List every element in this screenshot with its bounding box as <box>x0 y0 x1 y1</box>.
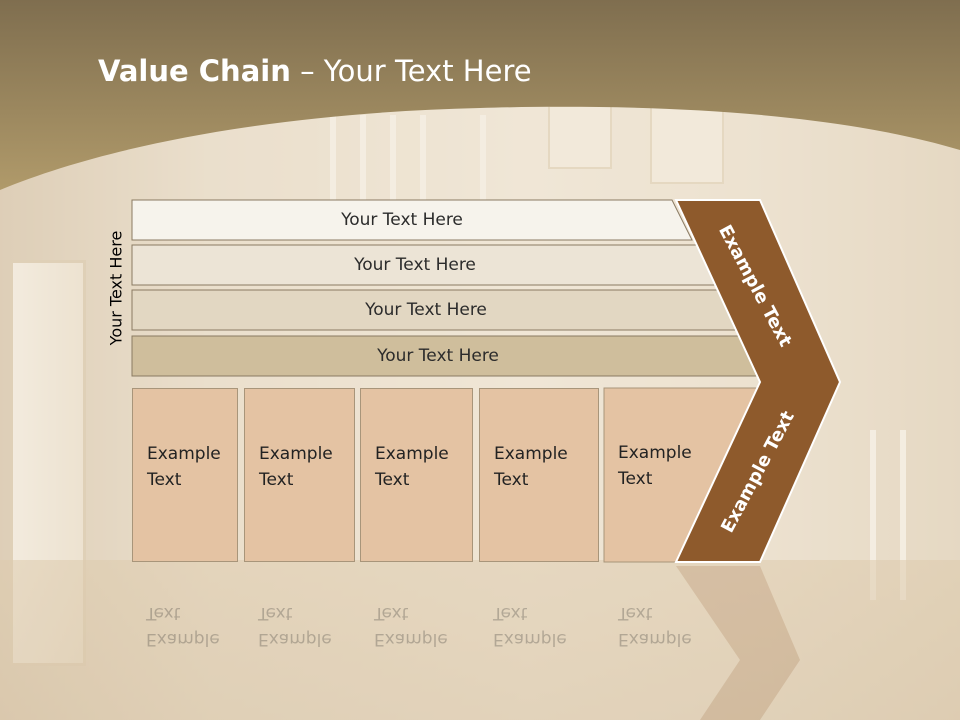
reflection-2-line1: Example <box>258 629 332 649</box>
activity-box-2-line1: Example <box>259 444 333 464</box>
activity-box-1-line2: Text <box>147 470 182 490</box>
reflection-5-line2: Text <box>618 603 653 623</box>
reflection-3-line1: Example <box>374 629 448 649</box>
activity-box-4-line2: Text <box>494 470 529 490</box>
activity-box-3-line2: Text <box>375 470 410 490</box>
side-vertical-label: Your Text Here <box>106 230 126 346</box>
activity-box-4-line1: Example <box>494 444 568 464</box>
support-row-3-label: Your Text Here <box>365 300 487 320</box>
activity-box-5-line2: Text <box>618 469 653 489</box>
support-row-1: Your Text Here <box>132 200 692 240</box>
activity-box-1-line1: Example <box>147 444 221 464</box>
activity-box-4-reflection: Example Text <box>479 600 599 692</box>
activity-box-2-reflection: Example Text <box>244 600 355 692</box>
reflection-4-line2: Text <box>493 603 528 623</box>
support-row-2: Your Text Here <box>132 245 718 285</box>
support-row-3: Your Text Here <box>132 290 740 330</box>
activity-box-3-reflection: Example Text <box>360 600 473 692</box>
reflection-5-line1: Example <box>618 629 692 649</box>
title-bold: Value Chain <box>98 54 291 88</box>
title-rest: – Your Text Here <box>290 54 532 88</box>
support-row-4: Your Text Here <box>132 336 764 376</box>
slide-title: Value Chain – Your Text Here <box>98 54 532 88</box>
activity-box-5-line1: Example <box>618 443 692 463</box>
activity-box-5-reflection: Example Text <box>604 600 714 692</box>
support-row-1-label: Your Text Here <box>341 210 463 230</box>
reflection-1-line2: Text <box>146 603 181 623</box>
support-row-2-label: Your Text Here <box>354 255 476 275</box>
reflection-3-line2: Text <box>374 603 409 623</box>
reflection-4-line1: Example <box>493 629 567 649</box>
activity-box-3-line1: Example <box>375 444 449 464</box>
header-band <box>0 0 960 190</box>
reflection-2-line2: Text <box>258 603 293 623</box>
support-row-4-label: Your Text Here <box>377 346 499 366</box>
reflection-1-line1: Example <box>146 629 220 649</box>
activity-box-2-line2: Text <box>259 470 294 490</box>
activity-box-1-reflection: Example Text <box>132 600 238 692</box>
